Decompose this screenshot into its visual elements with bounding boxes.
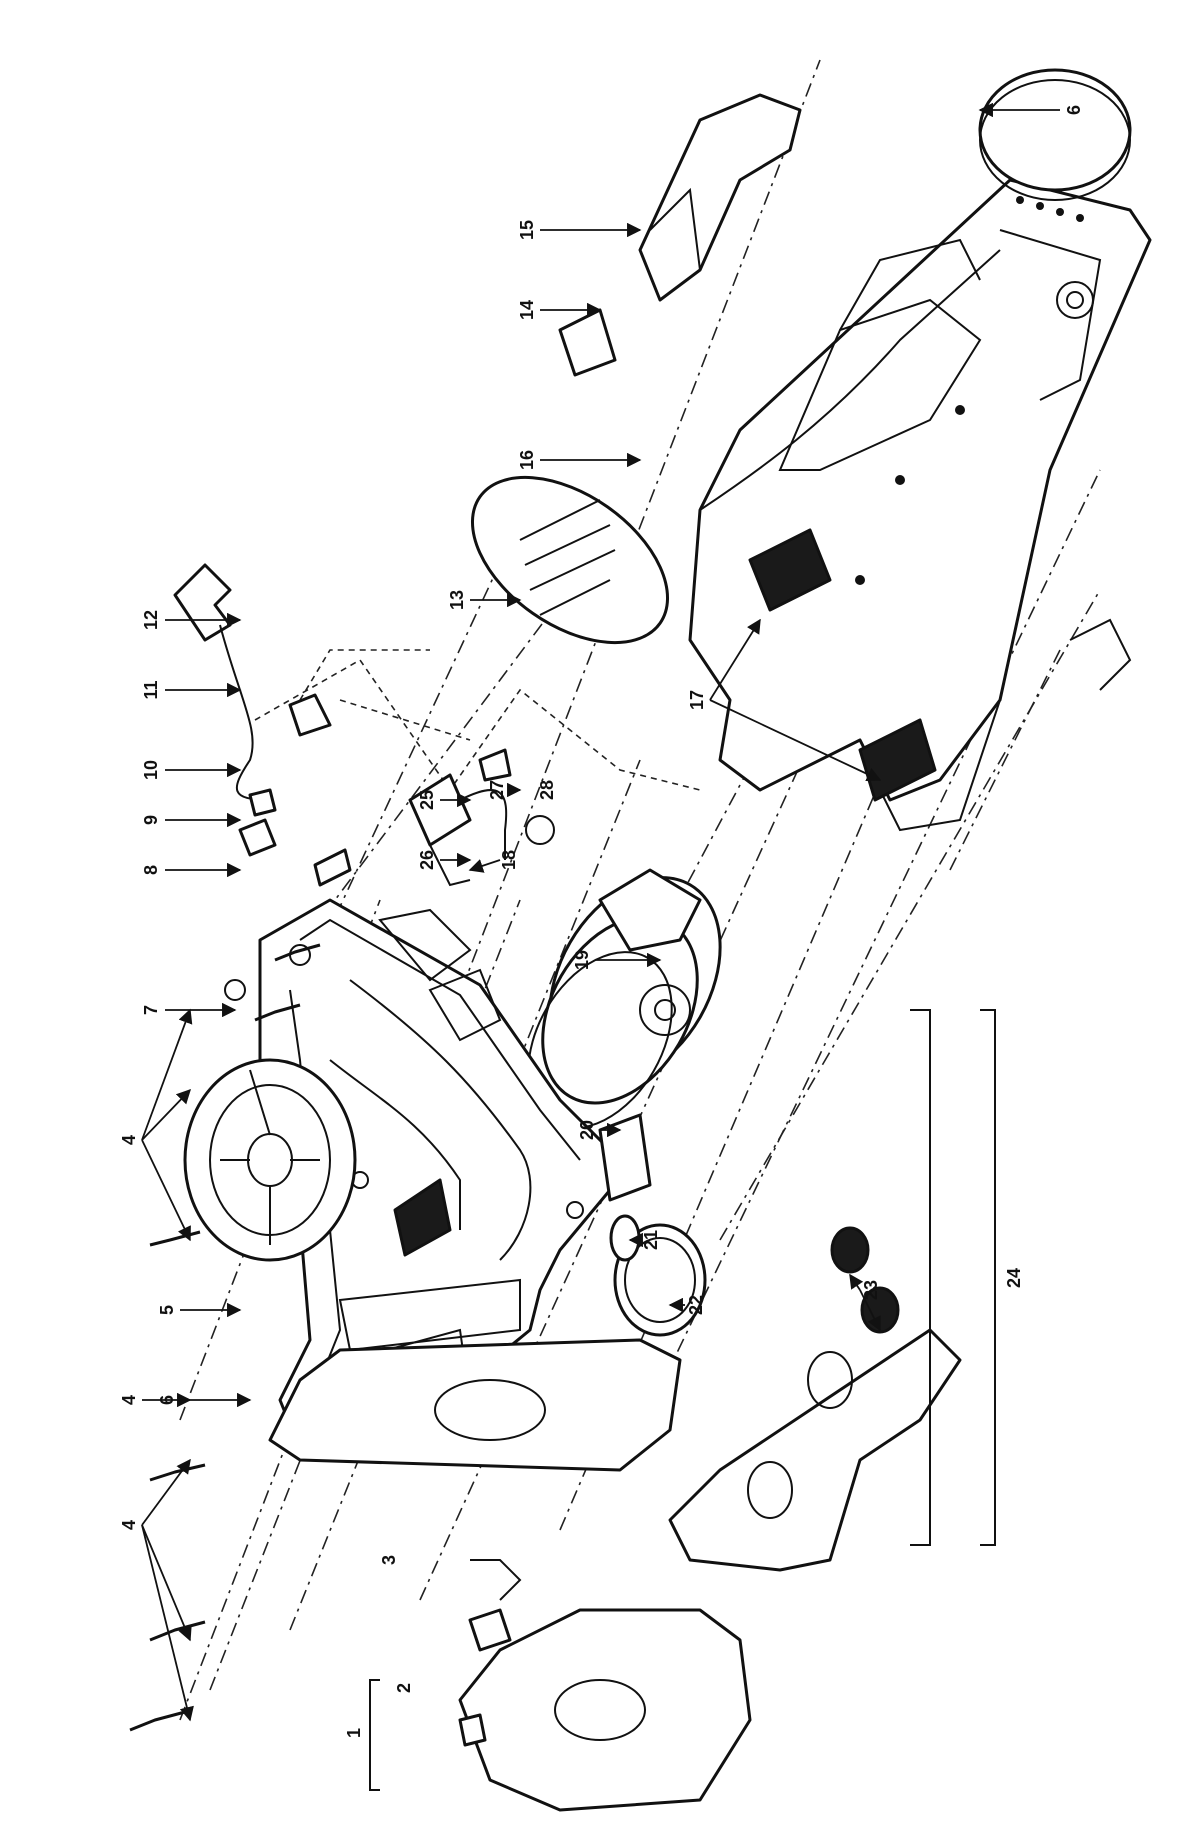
callout-17: 17 <box>687 690 707 710</box>
bracket-24 <box>980 1009 996 1546</box>
callout-7: 7 <box>141 1005 161 1015</box>
leader-lines <box>141 102 1060 1722</box>
bottom-plate <box>668 1009 962 1572</box>
motor-wiring <box>408 748 555 887</box>
callout-11: 11 <box>141 680 161 699</box>
callout-28: 28 <box>537 780 557 800</box>
callout-16: 16 <box>517 450 537 470</box>
callout-19: 19 <box>572 950 592 970</box>
callout-23: 23 <box>861 1280 881 1300</box>
power-cord <box>173 563 332 801</box>
callout-1: 1 <box>344 1728 364 1738</box>
nose-cover <box>458 1559 752 1812</box>
callout-6b: 6 <box>1064 105 1084 115</box>
vent-grille <box>470 475 670 645</box>
callout-18: 18 <box>499 850 519 870</box>
rear-wheel <box>978 68 1132 201</box>
callout-25: 25 <box>417 790 437 810</box>
callout-10: 10 <box>141 760 161 780</box>
callout-12: 12 <box>141 610 161 630</box>
callout-4c: 4 <box>119 1135 139 1145</box>
handle-housing <box>688 178 1152 832</box>
callout-13: 13 <box>447 590 467 610</box>
callout-6a: 6 <box>157 1395 177 1405</box>
left-wheel <box>183 1058 357 1262</box>
callout-4b: 4 <box>119 1395 139 1405</box>
callout-labels: 1 2 3 4 4 4 5 6 6 7 8 9 10 11 12 13 14 1… <box>119 105 1084 1738</box>
handle-grip <box>638 93 802 302</box>
callout-9: 9 <box>141 815 161 825</box>
callout-15: 15 <box>517 220 537 240</box>
bumper-plate <box>268 1338 682 1472</box>
callout-5: 5 <box>157 1305 177 1315</box>
callout-27: 27 <box>487 780 507 800</box>
callout-3: 3 <box>379 1555 399 1565</box>
callout-21: 21 <box>641 1230 661 1250</box>
switch-parts <box>238 788 352 887</box>
callout-2: 2 <box>394 1683 414 1693</box>
callout-22: 22 <box>686 1295 706 1315</box>
callout-4a: 4 <box>119 1520 139 1530</box>
brush-block <box>598 1113 652 1202</box>
panel-cover <box>558 308 617 377</box>
callout-14: 14 <box>517 300 537 320</box>
callout-26: 26 <box>417 850 437 870</box>
callout-8: 8 <box>141 865 161 875</box>
bracket-1 <box>369 1679 380 1791</box>
callout-24: 24 <box>1004 1268 1024 1288</box>
callout-20: 20 <box>577 1120 597 1140</box>
